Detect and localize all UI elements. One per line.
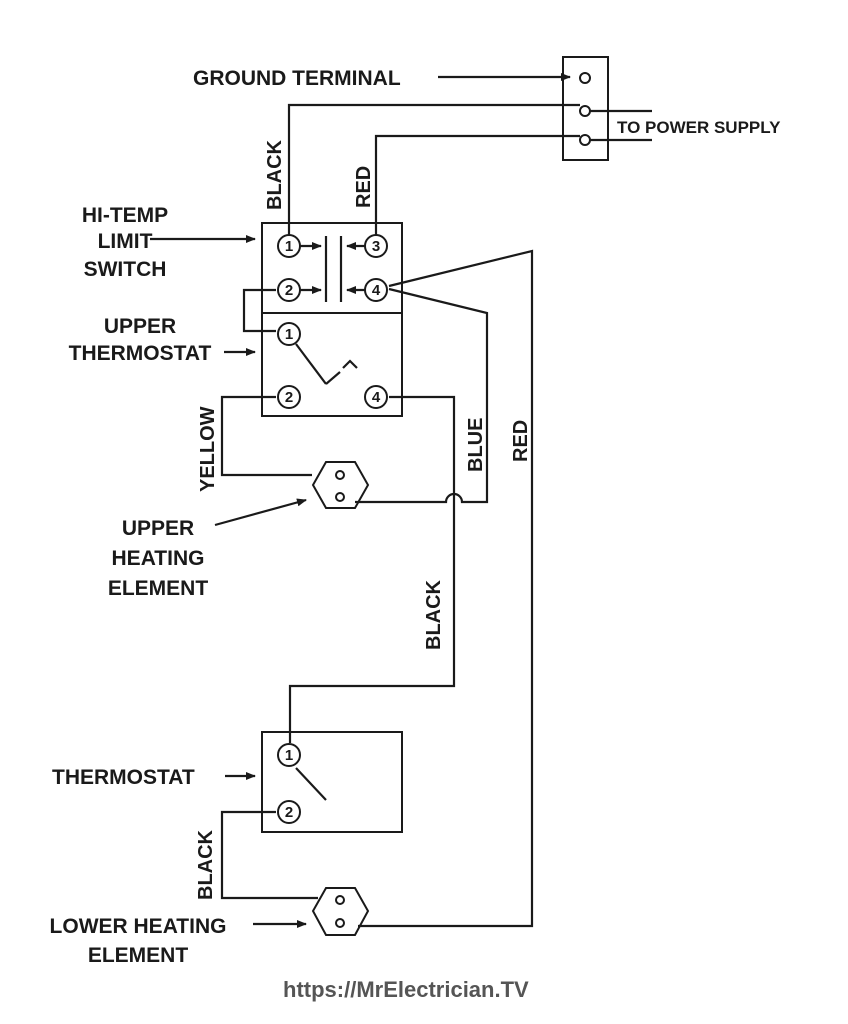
upper-element-label-line-2: HEATING bbox=[112, 547, 205, 570]
upper-thermostat-label-line-1: UPPER bbox=[104, 315, 176, 338]
svg-text:1: 1 bbox=[285, 747, 293, 764]
lower-element-terminal-1 bbox=[335, 895, 345, 905]
lower-heating-element bbox=[311, 887, 370, 936]
svg-text:2: 2 bbox=[285, 389, 293, 406]
power-terminal-block bbox=[562, 56, 609, 161]
site-url-watermark: https://MrElectrician.TV bbox=[283, 977, 529, 1002]
hi-temp-label-line-3: SWITCH bbox=[84, 258, 167, 281]
supply-terminal-screw-1 bbox=[579, 105, 591, 117]
upper-element-label-line-1: UPPER bbox=[122, 517, 194, 540]
upper-heating-element bbox=[311, 461, 370, 509]
red-top-wire bbox=[374, 134, 580, 236]
hi-temp-label-line-1: HI-TEMP bbox=[82, 204, 168, 227]
upper-thermostat-terminal-4: 4 bbox=[364, 385, 388, 409]
lower-thermostat-box bbox=[261, 731, 403, 833]
upper-element-pointer bbox=[214, 498, 307, 527]
upper-thermostat-terminal-1: 1 bbox=[277, 322, 301, 346]
svg-text:1: 1 bbox=[285, 238, 293, 255]
upper-thermostat-switch-tip bbox=[325, 371, 341, 385]
upper-thermostat-box bbox=[261, 312, 403, 417]
svg-text:2: 2 bbox=[285, 804, 293, 821]
upper-thermostat-terminal-2: 2 bbox=[277, 385, 301, 409]
ground-terminal-label: GROUND TERMINAL bbox=[193, 67, 401, 90]
upper-element-terminal-2 bbox=[335, 492, 345, 502]
upper-thermostat-label-line-2: THERMOSTAT bbox=[69, 342, 212, 365]
upper-element-terminal-1 bbox=[335, 470, 345, 480]
limit-terminal-4: 4 bbox=[364, 278, 388, 302]
limit-terminal-1: 1 bbox=[277, 234, 301, 258]
blue-wire-label: BLUE bbox=[465, 418, 487, 472]
yellow-wire bbox=[220, 395, 312, 477]
thermostat-label: THERMOSTAT bbox=[52, 766, 195, 789]
svg-text:2: 2 bbox=[285, 282, 293, 299]
black-top-wire bbox=[287, 103, 580, 236]
limit-terminal-2: 2 bbox=[277, 278, 301, 302]
lower-element-terminal-2 bbox=[335, 918, 345, 928]
red-right-wire bbox=[358, 249, 534, 928]
black-low-wire bbox=[220, 810, 318, 900]
jumper-2-to-1 bbox=[242, 288, 276, 333]
to-power-supply-label: TO POWER SUPPLY bbox=[617, 118, 781, 137]
lower-thermostat-switch-arm bbox=[295, 767, 327, 801]
hi-temp-label-line-2: LIMIT bbox=[98, 230, 153, 253]
black-top-wire-label: BLACK bbox=[264, 139, 286, 210]
lower-element-label-line-2: ELEMENT bbox=[88, 944, 189, 967]
svg-text:3: 3 bbox=[372, 238, 380, 255]
red-right-wire-label: RED bbox=[510, 420, 532, 462]
black-mid-wire-label: BLACK bbox=[423, 579, 445, 650]
upper-thermostat-contact bbox=[342, 359, 358, 369]
svg-text:4: 4 bbox=[372, 282, 381, 299]
blue-wire bbox=[355, 287, 489, 504]
upper-thermostat-switch-arm bbox=[295, 343, 327, 385]
svg-text:1: 1 bbox=[285, 326, 293, 343]
limit-terminal-3: 3 bbox=[364, 234, 388, 258]
lower-thermostat-terminal-1: 1 bbox=[277, 743, 301, 767]
ground-terminal-screw bbox=[579, 72, 591, 84]
black-low-wire-label: BLACK bbox=[195, 829, 217, 900]
yellow-wire-label: YELLOW bbox=[197, 406, 219, 492]
svg-text:4: 4 bbox=[372, 389, 381, 406]
lower-element-label-line-1: LOWER HEATING bbox=[50, 915, 227, 938]
supply-terminal-screw-2 bbox=[579, 134, 591, 146]
lower-thermostat-terminal-2: 2 bbox=[277, 800, 301, 824]
upper-element-label-line-3: ELEMENT bbox=[108, 577, 209, 600]
black-mid-wire bbox=[288, 395, 456, 743]
red-top-wire-label: RED bbox=[353, 166, 375, 208]
